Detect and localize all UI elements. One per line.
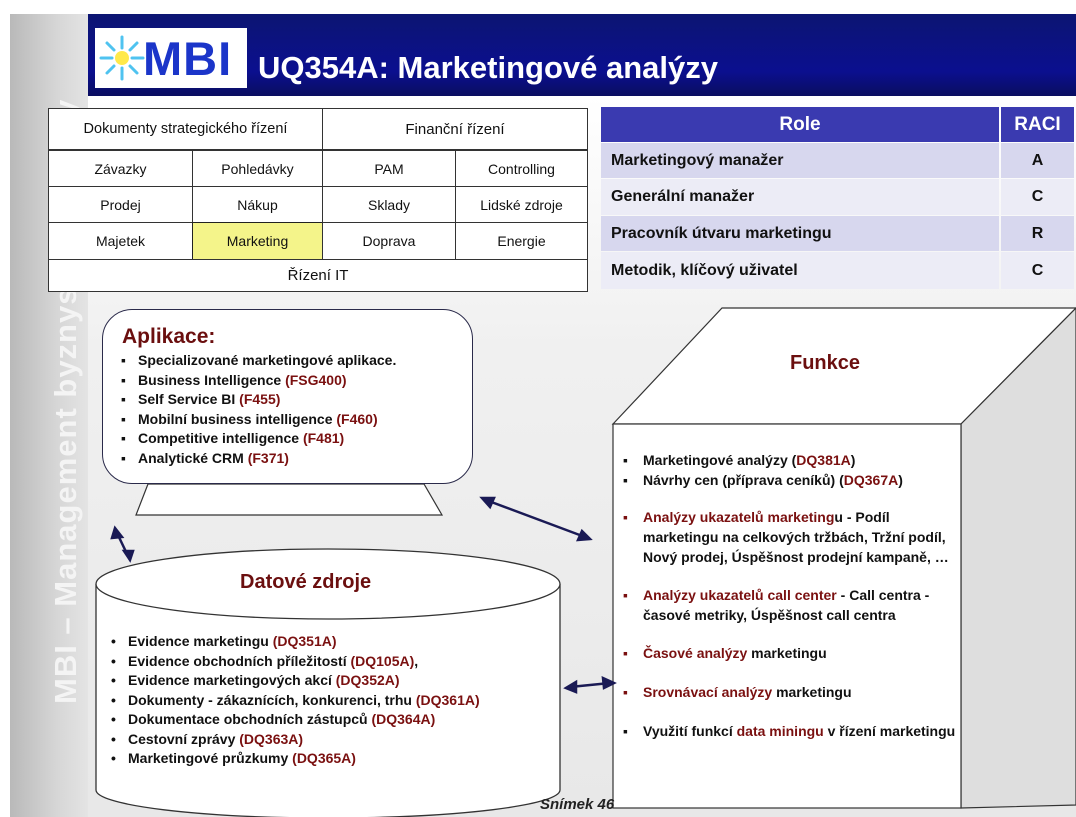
list-item: ▪Analýzy ukazatelů call center - Call ce…: [623, 587, 930, 623]
raci-role: Metodik, klíčový uživatel: [601, 252, 999, 289]
list-item: •Cestovní zprávy (DQ363A): [111, 730, 304, 747]
list-item: •Dokumentace obchodních zástupců (DQ364A…: [111, 711, 436, 727]
process-cell: Závazky: [48, 150, 193, 187]
process-cell: Prodej: [48, 186, 193, 223]
list-item: •Evidence marketingu (DQ351A): [111, 633, 337, 649]
raci-value: C: [1001, 179, 1074, 215]
process-cell: Lidské zdroje: [455, 186, 588, 223]
applications-box: [102, 309, 473, 484]
raci-value: C: [1001, 252, 1074, 289]
list-item: ▪Srovnávací analýzy marketingu: [623, 684, 852, 700]
applications-list: ▪Specializované marketingové aplikace. ▪…: [118, 351, 396, 468]
process-cell: Sklady: [322, 186, 456, 223]
process-cell: Energie: [455, 222, 588, 260]
raci-role: Generální manažer: [601, 179, 999, 215]
list-item: ▪Competitive intelligence (F481): [121, 430, 345, 446]
datasources-title: Datové zdroje: [240, 571, 372, 593]
process-cell-highlighted: Marketing: [192, 222, 323, 260]
list-item: ▪Marketingové analýzy (DQ381A): [623, 452, 856, 468]
process-cell: Majetek: [48, 222, 193, 260]
raci-header-role: Role: [601, 107, 999, 142]
raci-role: Pracovník útvaru marketingu: [601, 216, 999, 251]
list-item: ▪Analýzy ukazatelů marketingu - Podíl ma…: [623, 509, 949, 565]
list-item: ▪Business Intelligence (FSG400): [121, 371, 347, 388]
process-footer: Řízení IT: [48, 259, 588, 292]
list-item: ▪Analytické CRM (F371): [121, 449, 289, 466]
applications-title: Aplikace:: [122, 325, 216, 348]
process-cell: Pohledávky: [192, 150, 323, 187]
mbi-logo: MBI: [95, 28, 247, 88]
sun-icon: [99, 35, 145, 81]
raci-value: R: [1001, 216, 1074, 251]
process-cell: Doprava: [322, 222, 456, 260]
process-header-right: Finanční řízení: [322, 108, 588, 150]
functions-list: ▪Marketingové analýzy (DQ381A) ▪Návrhy c…: [621, 450, 961, 741]
page-title: UQ354A: Marketingové analýzy: [258, 50, 719, 85]
list-item: ▪Využití funkcí data miningu v řízení ma…: [623, 723, 956, 739]
datasources-list: •Evidence marketingu (DQ351A) •Evidence …: [108, 632, 480, 769]
process-cell: Controlling: [455, 150, 588, 187]
functions-title: Funkce: [790, 352, 861, 374]
list-item: ▪Časové analýzy marketingu: [623, 645, 827, 661]
header-bar: [88, 14, 1076, 96]
raci-header-raci: RACI: [1001, 107, 1074, 142]
raci-role: Marketingový manažer: [601, 143, 999, 178]
slide-number: Snímek 46: [540, 796, 615, 813]
process-cell: PAM: [322, 150, 456, 187]
process-cell: Nákup: [192, 186, 323, 223]
list-item: ▪Specializované marketingové aplikace.: [121, 352, 397, 368]
list-item: •Marketingové průzkumy (DQ365A): [111, 750, 356, 766]
logo-text: MBI: [143, 32, 233, 85]
process-header-left: Dokumenty strategického řízení: [48, 108, 323, 150]
list-item: ▪Self Service BI (F455): [121, 391, 281, 407]
list-item: ▪Mobilní business intelligence (F460): [121, 410, 378, 427]
raci-value: A: [1001, 143, 1074, 178]
list-item: •Dokumenty - zákaznících, konkurenci, tr…: [111, 691, 480, 708]
list-item: •Evidence marketingových akcí (DQ352A): [111, 672, 400, 688]
list-item: ▪Návrhy cen (příprava ceníků) (DQ367A): [623, 472, 903, 488]
list-item: •Evidence obchodních příležitostí (DQ105…: [111, 652, 419, 669]
